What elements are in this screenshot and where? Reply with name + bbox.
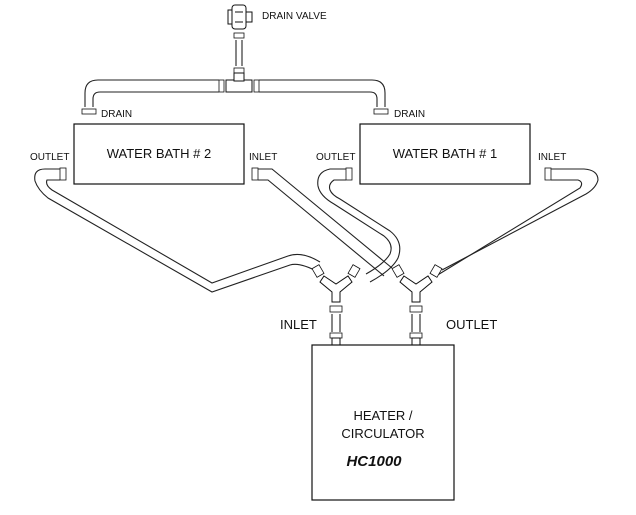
bath2-inlet-clamp: [251, 167, 259, 181]
hose-bath2-outlet: [34, 168, 321, 293]
water-bath-2-title: WATER BATH # 2: [107, 146, 212, 161]
bath1-outlet-clamp: [345, 167, 353, 181]
bath2-drain-label: DRAIN: [101, 109, 132, 120]
bath2-inlet-label: INLET: [249, 152, 277, 163]
drain-valve-label: DRAIN VALVE: [262, 11, 327, 22]
water-bath-1-title: WATER BATH # 1: [393, 146, 498, 161]
hose-heater-outlet: [409, 314, 423, 346]
drain-valve: [227, 4, 253, 30]
drain-hose-bath2: [81, 79, 219, 115]
heater-line2: CIRCULATOR: [341, 426, 424, 441]
bath2-outlet-label: OUTLET: [30, 152, 69, 163]
hose-bath2-inlet: [258, 168, 393, 277]
bath1-drain-label: DRAIN: [394, 109, 425, 120]
bath1-inlet-clamp: [544, 167, 552, 181]
outlet-y-fitting: [391, 264, 443, 313]
drain-valve-hose: [233, 32, 245, 74]
bath2-outlet-clamp: [59, 167, 67, 181]
inlet-y-fitting: [311, 264, 361, 313]
heater-circulator: [311, 344, 455, 501]
heater-outlet-label: OUTLET: [446, 317, 497, 332]
bath1-outlet-label: OUTLET: [316, 152, 355, 163]
heater-line1: HEATER /: [354, 408, 413, 423]
drain-hose-bath1: [259, 79, 389, 115]
hose-bath1-outlet: [317, 168, 401, 283]
drain-tee-fitting: [218, 72, 260, 93]
heater-model: HC1000: [346, 453, 402, 470]
hose-bath1-inlet: [435, 168, 599, 277]
water-bath-2: [73, 123, 245, 185]
hose-heater-inlet: [329, 314, 343, 346]
water-bath-1: [359, 123, 531, 185]
bath1-inlet-label: INLET: [538, 152, 566, 163]
heater-inlet-label: INLET: [280, 317, 317, 332]
